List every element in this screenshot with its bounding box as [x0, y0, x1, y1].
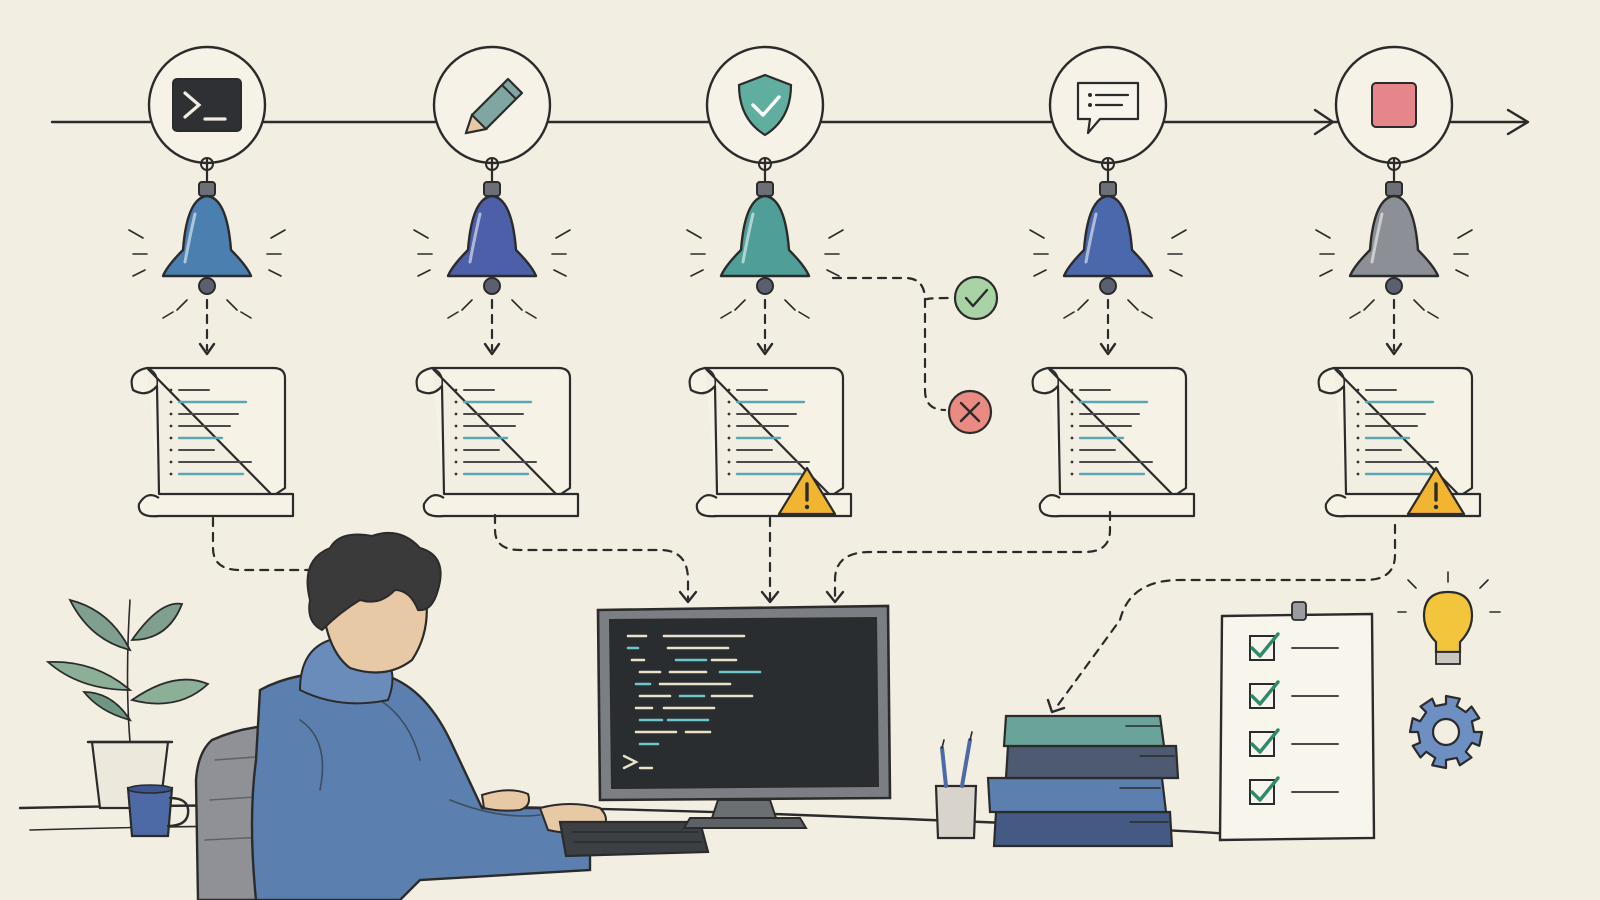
log-scroll: [415, 366, 580, 518]
success-icon: [953, 275, 999, 321]
hook-bell-icon: [686, 157, 844, 319]
check-icon: [1250, 632, 1280, 658]
warning-icon: [777, 466, 837, 516]
failure-icon: [947, 389, 993, 435]
hook-bell-icon: [413, 157, 571, 319]
plant-icon: [45, 598, 210, 810]
connector-log-5: [1056, 523, 1397, 707]
hair: [306, 532, 442, 632]
checklist-item: [1249, 680, 1339, 709]
branch-path-success: [923, 296, 952, 302]
shield-check-icon: [737, 73, 793, 137]
stage-node: [686, 45, 853, 518]
lightbulb-icon: [1397, 571, 1501, 665]
stage-node: [128, 45, 295, 518]
log-connectors: [211, 510, 1397, 714]
hook-bell-icon: [1029, 157, 1187, 319]
pencil-icon: [464, 77, 524, 135]
terminal-icon: [172, 78, 242, 132]
mug-icon: [126, 784, 190, 838]
hook-bell-icon: [1315, 157, 1473, 319]
terminal-output: [626, 634, 762, 746]
stage-nodes: [128, 45, 1482, 518]
connector-log-4: [833, 510, 1112, 602]
check-icon: [1250, 728, 1280, 754]
check-icon: [1250, 776, 1280, 802]
checklist-item: [1249, 632, 1339, 661]
check-icon: [1250, 680, 1280, 706]
stage-node: [413, 45, 580, 518]
log-scroll: [130, 366, 295, 518]
connector-log-1: [211, 516, 332, 572]
checklist-item: [1249, 776, 1339, 805]
log-scroll: [1317, 366, 1482, 518]
stage-node: [1029, 45, 1196, 518]
keyboard: [558, 820, 710, 858]
decision-branch: [831, 275, 999, 435]
stop-square-icon: [1371, 82, 1417, 128]
timeline-arrowhead: [1506, 108, 1530, 136]
chat-bubble-icon: [1076, 81, 1140, 135]
developer-person: [250, 532, 607, 900]
hook-bell-icon: [128, 157, 286, 319]
timeline-mid-arrowhead: [1313, 108, 1335, 136]
stage-node: [1315, 45, 1482, 518]
pencil-cup-icon: [934, 731, 978, 840]
monitor-terminal: [596, 604, 892, 829]
book-stack: [986, 714, 1180, 848]
log-scroll: [688, 366, 853, 518]
log-scroll: [1031, 366, 1196, 518]
checklist-board: [1218, 601, 1376, 842]
connector-log-2: [493, 513, 690, 602]
checklist-item: [1249, 728, 1339, 757]
gear-icon: [1408, 694, 1484, 770]
warning-icon: [1406, 466, 1466, 516]
hoodie: [250, 670, 592, 900]
checklist-items: [1249, 632, 1339, 805]
